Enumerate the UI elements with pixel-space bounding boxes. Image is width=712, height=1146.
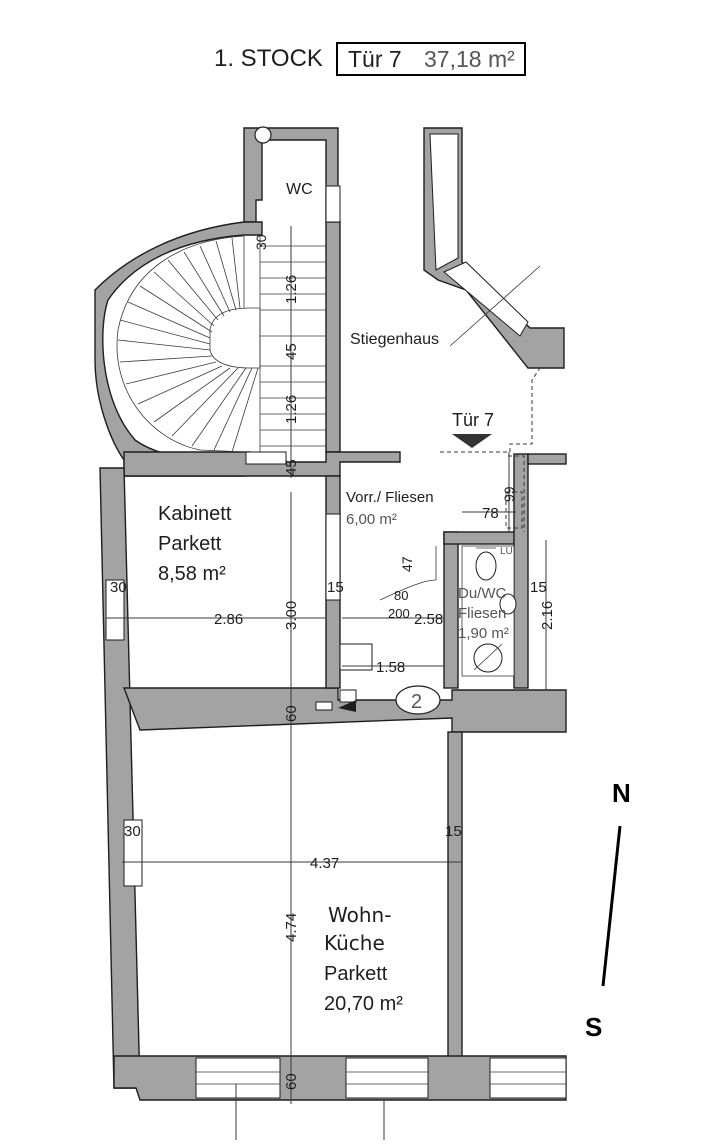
wohnkueche-line1: Wohn- bbox=[328, 903, 391, 927]
bath-floor: Fliesen bbox=[458, 605, 506, 622]
bath-area: 1,90 m² bbox=[458, 625, 509, 642]
dim-126-b: 1.26 bbox=[283, 395, 300, 424]
kabinett-floor: Parkett bbox=[158, 533, 222, 555]
wc-vent-icon bbox=[254, 126, 272, 144]
unit-label-box bbox=[336, 42, 526, 76]
wohnkueche-floor: Parkett bbox=[324, 963, 388, 985]
dim-200: 200 bbox=[388, 606, 410, 621]
dim-99: 99 bbox=[501, 486, 517, 502]
dim-300: 3.00 bbox=[283, 601, 300, 630]
bath-fixtures bbox=[461, 545, 517, 677]
bath-vent: LÜ bbox=[500, 545, 513, 557]
wohnkueche-line2: Küche bbox=[324, 931, 385, 955]
dashed-lines bbox=[440, 367, 541, 532]
dim-60-b: 60 bbox=[283, 1073, 300, 1090]
dim-216: 2.16 bbox=[539, 601, 556, 630]
dim-286: 2.86 bbox=[214, 611, 243, 628]
dim-258: 2.58 bbox=[414, 611, 443, 628]
room-marker-label: 2 bbox=[411, 691, 422, 713]
wc-label: WC bbox=[286, 181, 313, 198]
stairs-label: Stiegenhaus bbox=[350, 331, 439, 348]
dim-30-lower: 30 bbox=[124, 823, 141, 840]
dim-60-a: 60 bbox=[283, 705, 300, 722]
dim-45-b: 45 bbox=[283, 459, 300, 476]
stair-treads bbox=[116, 235, 541, 453]
unit-area: 37,18 m² bbox=[424, 46, 515, 72]
dim-474: 4.74 bbox=[283, 913, 300, 942]
compass: N S bbox=[585, 778, 631, 1042]
windows bbox=[105, 133, 567, 1099]
room-marker bbox=[395, 685, 441, 715]
entry-door-label: Tür 7 bbox=[452, 410, 494, 430]
dim-45-a: 45 bbox=[283, 343, 300, 360]
dim-47: 47 bbox=[399, 556, 415, 572]
kabinett-area: 8,58 m² bbox=[158, 563, 226, 585]
bath-name: Du/WC bbox=[458, 585, 507, 602]
dim-158: 1.58 bbox=[376, 659, 405, 676]
dim-15-c: 15 bbox=[445, 823, 462, 840]
dim-30-left: 30 bbox=[110, 579, 127, 596]
dim-80: 80 bbox=[394, 588, 408, 603]
compass-north: N bbox=[612, 778, 631, 808]
doors bbox=[315, 513, 437, 712]
compass-needle bbox=[601, 825, 622, 987]
toilet-icon bbox=[475, 551, 497, 581]
dim-15-b: 15 bbox=[530, 579, 547, 596]
dim-30-stair: 30 bbox=[253, 234, 269, 250]
vorraum-area: 6,00 m² bbox=[346, 511, 397, 528]
dim-126-a: 1.26 bbox=[283, 275, 300, 304]
dim-437: 4.37 bbox=[310, 855, 339, 872]
compass-south: S bbox=[585, 1012, 602, 1042]
dimension-labels: 30 1.26 45 1.26 45 99 78 47 30 15 2.86 3… bbox=[110, 234, 556, 1090]
dim-78: 78 bbox=[482, 505, 499, 522]
unit-label: Tür 7 bbox=[348, 46, 402, 72]
wohnkueche-area: 20,70 m² bbox=[324, 993, 403, 1015]
dim-15-a: 15 bbox=[327, 579, 344, 596]
vorraum-name: Vorr./ Fliesen bbox=[346, 489, 434, 506]
entry-arrow-icon bbox=[452, 434, 492, 448]
floor-title: 1. STOCK bbox=[214, 45, 323, 72]
sink-icon bbox=[499, 593, 517, 615]
dimension-lines bbox=[106, 226, 547, 1140]
kabinett-name: Kabinett bbox=[158, 503, 232, 525]
